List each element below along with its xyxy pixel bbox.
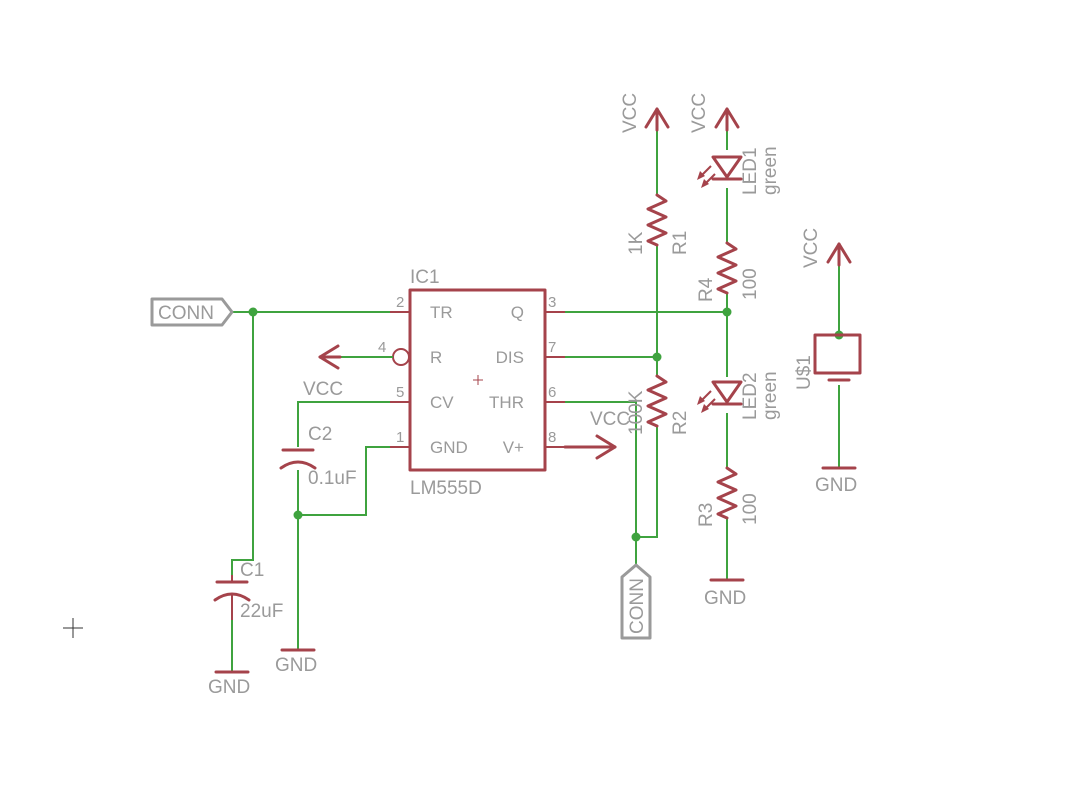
ic1-pin-num: 7: [548, 339, 556, 356]
vcc-symbol-r1[interactable]: VCC: [620, 93, 670, 133]
led1-ref: LED1: [740, 147, 761, 195]
ic1-pin-name-r: R: [430, 348, 442, 367]
led-led1[interactable]: LED1 green: [697, 146, 781, 195]
led2-light-arrowhead: [697, 396, 705, 405]
led-led2[interactable]: LED2 green: [697, 371, 781, 420]
c1-ref: C1: [240, 560, 264, 581]
arrow-right-icon: [595, 434, 617, 460]
ic1-reset-bubble: [392, 348, 410, 366]
led2-triangle: [711, 380, 743, 404]
r2-ref: R2: [670, 411, 691, 435]
crosshair-cursor-icon: [63, 618, 83, 638]
cv-vcc-label: VCC: [303, 379, 343, 400]
ic1-pin-num: 8: [548, 429, 556, 446]
ic1-body: [408, 288, 547, 472]
c2-plate-bottom: [279, 460, 317, 470]
r4-ref: R4: [696, 277, 717, 302]
conn-left-port[interactable]: CONN: [150, 297, 234, 327]
junction-dot: [248, 307, 258, 317]
led1-triangle: [711, 155, 743, 179]
u1-body: [813, 333, 862, 375]
r2-zigzag: [646, 374, 668, 428]
gnd-label-c2: GND: [275, 655, 317, 676]
gnd-symbol-c2[interactable]: GND: [275, 648, 317, 676]
vcc-symbol-led1[interactable]: VCC: [689, 93, 740, 133]
ic1-pin-name-dis: DIS: [496, 348, 524, 367]
r3-value: 100: [740, 493, 761, 525]
ic1-ref: IC1: [410, 267, 440, 288]
junctions: [248, 307, 844, 542]
wire-cv-c2: [297, 401, 390, 447]
ic1-lm555d[interactable]: IC1 LM555D TR R CV GND Q DIS THR V+ 2 4 …: [378, 267, 565, 499]
capacitor-c2[interactable]: C2 0.1uF: [279, 424, 357, 489]
r1-zigzag: [646, 193, 668, 247]
c2-value: 0.1uF: [308, 468, 357, 489]
ic1-pin-name-vplus: V+: [503, 438, 524, 457]
ic1-pin-name-thr: THR: [489, 393, 524, 412]
r4-value: 100: [740, 268, 761, 300]
led1-value: green: [760, 146, 781, 195]
conn-left-label: CONN: [158, 303, 214, 324]
u1-ref: U$1: [794, 355, 815, 390]
c1-value: 22uF: [240, 601, 283, 622]
r1-value: 1K: [626, 231, 647, 255]
vcc-label-r1: VCC: [620, 93, 641, 133]
ic1-pin-name-gnd: GND: [430, 438, 468, 457]
resistor-r1[interactable]: 1K R1: [626, 193, 691, 255]
gnd-symbol-c1[interactable]: GND: [208, 670, 250, 698]
gnd-label-u1: GND: [815, 475, 857, 496]
ic1-pin-num: 4: [378, 339, 386, 356]
wire-icgnd: [298, 446, 390, 516]
ic1-pin-num: 5: [396, 384, 404, 401]
r3-ref: R3: [696, 503, 717, 527]
wire-thr: [565, 401, 637, 565]
conn-left-shape: [150, 297, 234, 327]
wire-r2-conn: [636, 426, 658, 538]
reset-vcc-arrow[interactable]: [318, 344, 393, 370]
led2-value: green: [760, 371, 781, 420]
conn-bottom-port[interactable]: CONN: [620, 563, 652, 640]
r1-ref: R1: [670, 231, 691, 255]
led2-light-arrowhead: [701, 404, 709, 413]
junction-dot: [631, 532, 641, 542]
gnd-symbol-r3[interactable]: GND: [704, 578, 746, 609]
ic1-pin-num: 2: [396, 294, 404, 311]
r2-value: 100K: [626, 390, 647, 435]
r4-zigzag: [716, 241, 738, 295]
resistor-r2[interactable]: 100K R2: [626, 374, 691, 435]
supply-u1[interactable]: U$1: [794, 333, 862, 390]
ic1-pin-num: 1: [396, 429, 404, 446]
conn-bottom-shape: [620, 563, 652, 640]
resistor-r4[interactable]: R4 100: [696, 241, 761, 302]
vcc-label-led1: VCC: [689, 93, 710, 133]
junction-dot: [293, 510, 303, 520]
led1-light-arrowhead: [701, 179, 709, 188]
resistor-r3[interactable]: R3 100: [696, 466, 761, 527]
junction-dot: [652, 352, 662, 362]
conn-bottom-label: CONN: [627, 578, 648, 634]
ic1-pin-num: 3: [548, 294, 556, 311]
r3-zigzag: [716, 466, 738, 520]
ic1-pin-num: 6: [548, 384, 556, 401]
ic1-pin-name-q: Q: [511, 303, 524, 322]
c2-ref: C2: [308, 424, 332, 445]
ic1-part: LM555D: [410, 478, 482, 499]
gnd-label-r3: GND: [704, 588, 746, 609]
vplus-vcc-arrow[interactable]: VCC: [563, 409, 630, 460]
led1-light-arrowhead: [697, 171, 705, 180]
junction-dot: [722, 307, 732, 317]
ic1-pin-name-tr: TR: [430, 303, 453, 322]
capacitor-c1[interactable]: C1 22uF: [213, 560, 283, 622]
ic1-pin-name-cv: CV: [430, 393, 454, 412]
vcc-symbol-u1[interactable]: VCC: [801, 228, 852, 268]
vplus-vcc-label: VCC: [590, 409, 630, 430]
vcc-label-u1: VCC: [801, 228, 822, 268]
wire-trigger-c1: [231, 312, 254, 575]
gnd-symbol-u1[interactable]: GND: [815, 466, 857, 496]
gnd-label-c1: GND: [208, 677, 250, 698]
led2-ref: LED2: [740, 372, 761, 420]
